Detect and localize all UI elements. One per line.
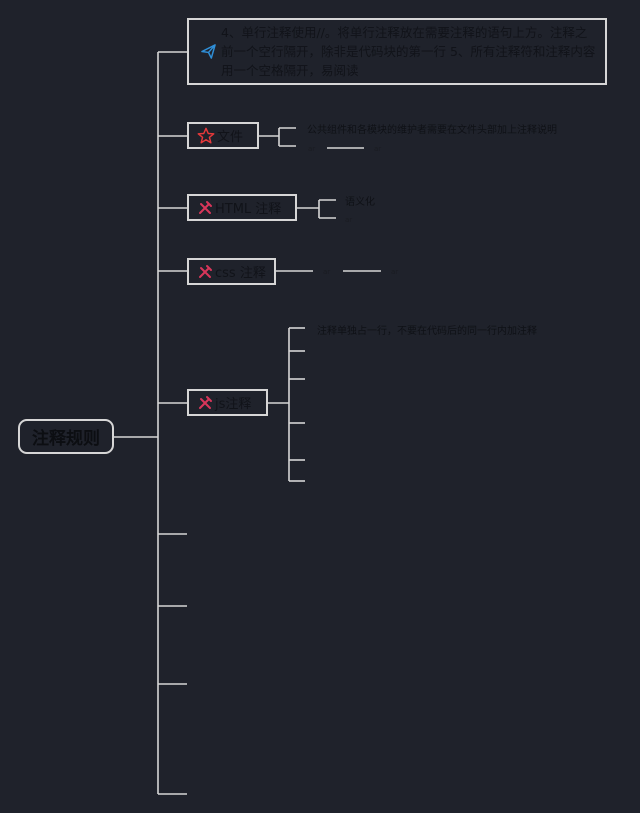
css-small-left: ar	[323, 268, 331, 276]
html-comment-node[interactable]: HTML 注释	[187, 194, 297, 221]
tools-icon	[197, 395, 213, 411]
tools-icon	[197, 264, 213, 280]
file-detail-text: 公共组件和各模块的维护者需要在文件头部加上注释说明	[307, 125, 557, 136]
file-small-left: ar	[308, 145, 316, 153]
single-line-comment-node[interactable]: 4、单行注释使用//。将单行注释放在需要注释的语句上方。注释之前一个空行隔开，除…	[187, 18, 607, 85]
js-detail-text: 注释单独占一行，不要在代码后的同一行内加注释	[317, 326, 537, 337]
js-comment-label: js注释	[215, 397, 252, 412]
send-icon	[201, 44, 216, 64]
html-comment-label: HTML 注释	[215, 202, 282, 217]
js-connector	[268, 328, 290, 460]
html-connector	[297, 199, 336, 219]
html-detail-text: 语义化	[345, 197, 375, 208]
css-comment-label: css 注释	[215, 266, 266, 281]
root-label: 注释规则	[32, 429, 100, 449]
file-connector	[259, 127, 296, 147]
css-small-right: ar	[391, 268, 399, 276]
single-line-comment-text: 4、单行注释使用//。将单行注释放在需要注释的语句上方。注释之前一个空行隔开，除…	[221, 25, 596, 78]
root-node[interactable]: 注释规则	[18, 419, 114, 454]
star-icon	[197, 127, 215, 145]
css-comment-node[interactable]: css 注释	[187, 258, 276, 285]
file-node[interactable]: 文件	[187, 122, 259, 149]
tools-icon	[197, 200, 213, 216]
html-small-text: ar	[345, 216, 353, 224]
file-label: 文件	[217, 130, 244, 145]
js-comment-node[interactable]: js注释	[187, 389, 268, 416]
file-small-right: ar	[374, 145, 382, 153]
